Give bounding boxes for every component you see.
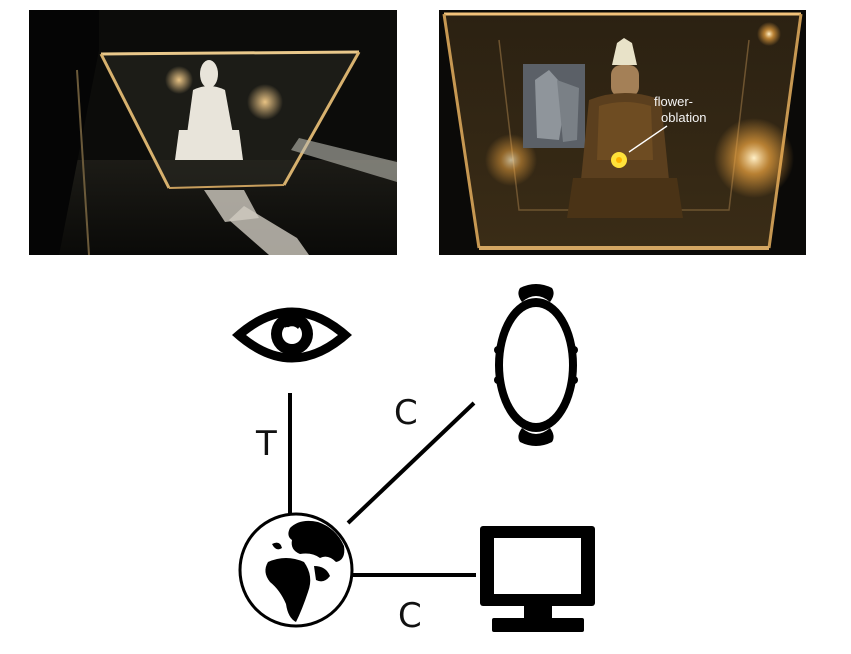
overlay-text-oblation: oblation <box>661 110 707 125</box>
edge-world-mirror <box>346 401 476 525</box>
edge-label-t: T <box>255 424 277 464</box>
photo-left-display <box>29 10 397 255</box>
edge-label-c-computer: C <box>398 596 422 636</box>
relationship-diagram: T C C <box>232 284 595 636</box>
photo-right-display: flower- oblation <box>439 10 806 255</box>
globe-icon <box>238 512 354 628</box>
monitor-icon <box>480 526 595 632</box>
edge-label-c-mirror: C <box>394 393 418 433</box>
overlay-text-flower: flower- <box>654 94 693 109</box>
mirror-icon <box>494 284 578 446</box>
eye-icon <box>232 307 352 363</box>
